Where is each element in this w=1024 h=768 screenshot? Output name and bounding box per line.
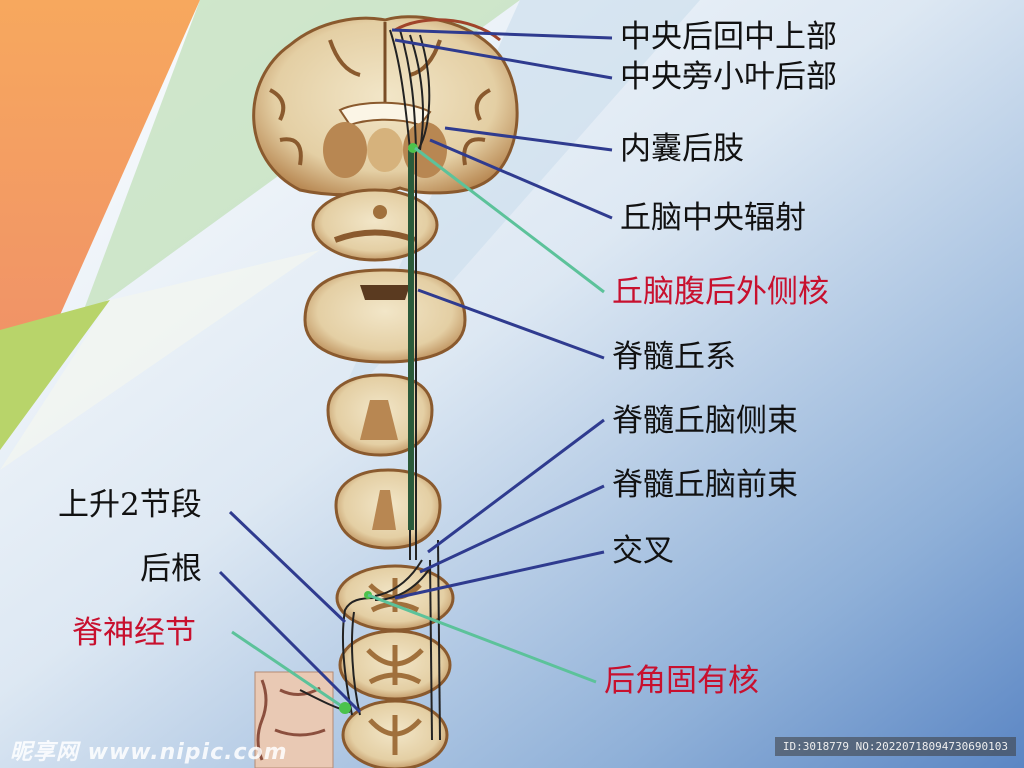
label-postcentral-gyrus: 中央后回中上部	[620, 19, 837, 55]
pointer-postcentral	[391, 28, 613, 40]
label-dorsal-root: 后根	[140, 551, 202, 587]
pointer-dorsal-root	[218, 570, 362, 714]
midbrain-section	[311, 188, 439, 262]
label-lateral-spinothalamic-tract: 脊髓丘脑侧束	[612, 403, 798, 439]
pointer-ganglion	[231, 630, 341, 707]
label-ascend-two-segments: 上升2节段	[58, 487, 202, 523]
medulla-lower-section	[334, 468, 442, 550]
label-vpl-nucleus: 丘脑腹后外侧核	[612, 274, 829, 310]
pointer-lemniscus	[417, 288, 605, 360]
decor-triangle-pale	[0, 250, 320, 470]
pointer-posterior-horn	[367, 593, 597, 684]
brain-coronal-section	[252, 15, 519, 197]
spinal-cord-section-3	[341, 699, 449, 768]
spinal-ganglion-inset	[254, 671, 334, 768]
pointer-decussation	[394, 550, 605, 600]
label-thalamocortical-radiation: 丘脑中央辐射	[620, 200, 806, 236]
watermark: 昵享网 www.nipic.com	[10, 740, 288, 765]
spinal-cord-section-2	[338, 629, 452, 701]
medulla-upper-section	[326, 373, 434, 457]
label-paracentral-lobule: 中央旁小叶后部	[620, 59, 837, 95]
label-decussation: 交叉	[612, 533, 674, 569]
label-spinal-ganglion: 脊神经节	[72, 615, 196, 651]
pointer-anterior-tract	[419, 484, 605, 574]
pointer-internal-capsule	[444, 126, 613, 152]
pointer-radiation	[429, 138, 613, 220]
pons-section	[303, 268, 467, 364]
pointer-lines	[218, 28, 613, 714]
pointer-ascend	[228, 510, 347, 624]
label-posterior-horn-nucleus: 后角固有核	[604, 663, 759, 699]
pointer-lateral-tract	[427, 418, 605, 554]
label-internal-capsule: 内囊后肢	[620, 131, 744, 167]
label-anterior-spinothalamic-tract: 脊髓丘脑前束	[612, 467, 798, 503]
image-id-badge: ID:3018779 NO:20220718094730690103	[774, 737, 1016, 756]
label-spinal-lemniscus: 脊髓丘系	[612, 339, 736, 375]
decor-triangle-lime	[0, 300, 110, 450]
pointer-vpl	[414, 146, 605, 294]
pointer-paracentral	[394, 38, 613, 80]
vpl-nucleus-dot	[408, 143, 418, 153]
ganglion-dot	[339, 702, 351, 714]
